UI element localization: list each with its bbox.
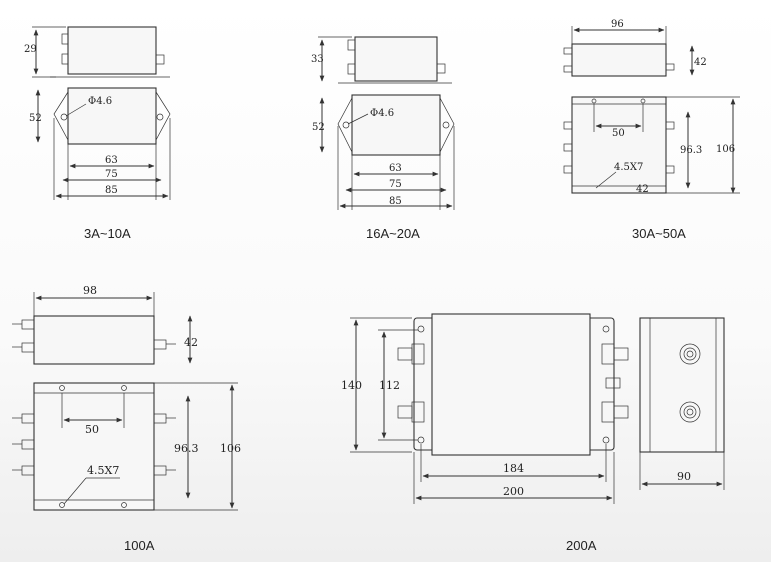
dim-height-30a: 42	[694, 57, 707, 68]
dim-w-outer-200a: 200	[503, 485, 524, 498]
dim-w1-16a: 63	[389, 163, 402, 174]
dim-depth-outer-30a: 106	[716, 144, 735, 155]
filter-drawing-30a-50a: 96 42 50 4.5X7 42 96.3 106 30A~50A	[563, 19, 740, 241]
dim-width-100a: 98	[83, 284, 97, 297]
caption-200a: 200A	[566, 538, 597, 553]
dim-w1-3a: 63	[105, 155, 118, 166]
dim-width-30a: 96	[611, 19, 624, 30]
dim-hole-3a: Φ4.6	[88, 96, 112, 107]
filter-drawing-3a-10a: 29 Φ4.6 52 63 75 85 3A~10A	[24, 26, 171, 241]
caption-16a-20a: 16A~20A	[366, 226, 420, 241]
dim-spacing-30a: 50	[612, 128, 625, 139]
dim-depth-outer-100a: 106	[220, 442, 241, 455]
dim-side-width-200a: 90	[677, 470, 691, 483]
dim-w3-3a: 85	[105, 185, 118, 196]
filter-drawing-200a: 140 112 184 200 90 200A	[341, 313, 725, 553]
caption-3a-10a: 3A~10A	[84, 226, 131, 241]
dim-height-100a: 42	[184, 336, 198, 349]
dim-depth-inner-100a: 96.3	[174, 442, 199, 455]
dim-depth-inner-30a: 96.3	[680, 145, 702, 156]
dim-small-30a: 42	[636, 184, 649, 195]
dim-height-inner-200a: 112	[379, 379, 400, 392]
caption-30a-50a: 30A~50A	[632, 226, 686, 241]
dim-w-inner-200a: 184	[503, 462, 524, 475]
dim-w2-3a: 75	[105, 169, 118, 180]
dim-spacing-100a: 50	[85, 423, 99, 436]
dim-depth-16a: 52	[312, 122, 325, 133]
filter-drawing-100a: 98 42 50 4.5X7 96.3	[12, 284, 241, 553]
dim-slot-30a: 4.5X7	[614, 162, 643, 173]
dim-w2-16a: 75	[389, 179, 402, 190]
dim-hole-16a: Φ4.6	[370, 108, 394, 119]
dim-depth-3a: 52	[29, 113, 42, 124]
filter-drawing-16a-20a: 33 Φ4.6 52 63 75 85 16A~20A	[311, 36, 455, 241]
dim-height-16a: 33	[311, 54, 324, 65]
caption-100a: 100A	[124, 538, 155, 553]
dim-height-outer-200a: 140	[341, 379, 362, 392]
dim-slot-100a: 4.5X7	[87, 464, 119, 477]
dim-w3-16a: 85	[389, 196, 402, 207]
dim-height-3a: 29	[24, 44, 37, 55]
